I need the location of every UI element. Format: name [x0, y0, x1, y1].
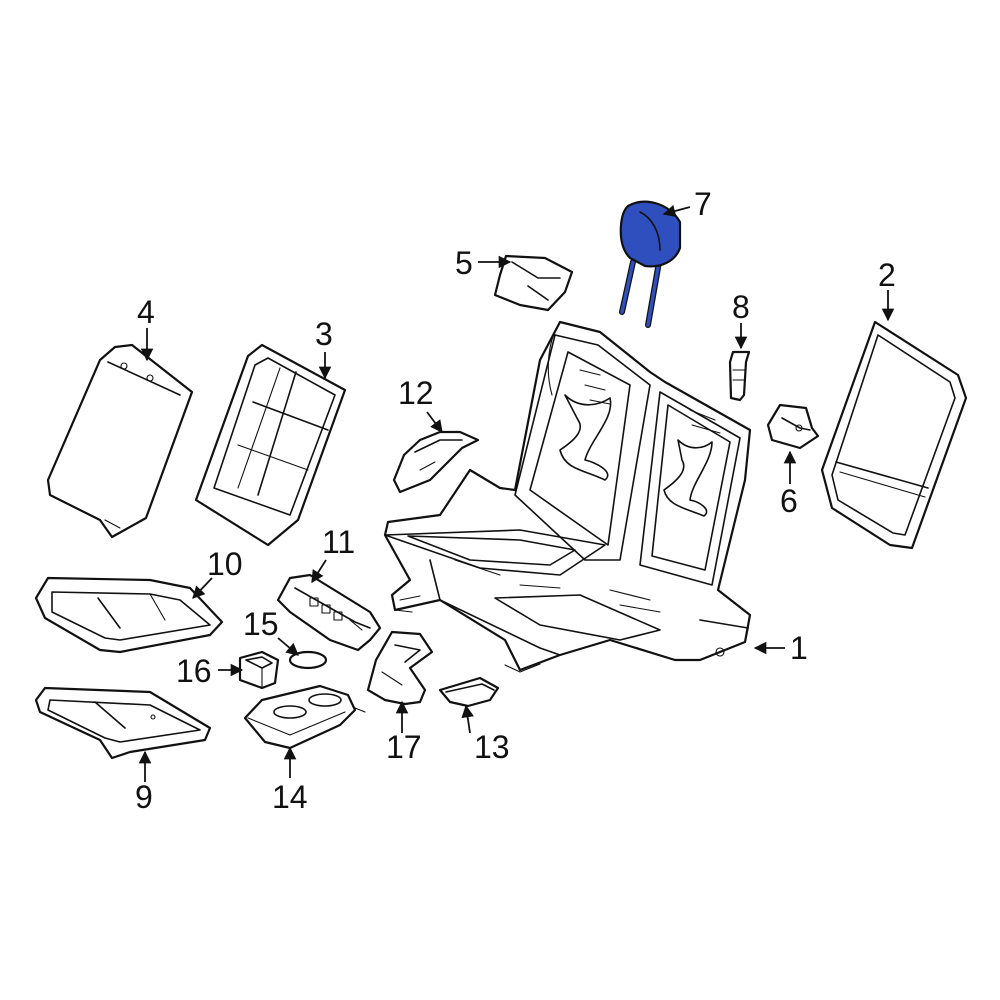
callout-3: 3 — [315, 316, 333, 352]
callout-14: 14 — [272, 779, 308, 815]
part-17-trim-piece[interactable] — [366, 630, 434, 706]
leader-12 — [426, 411, 443, 434]
part-5-trim-cover[interactable] — [493, 254, 574, 312]
part-1-seat-frame[interactable] — [383, 320, 752, 673]
callout-2: 2 — [878, 257, 896, 293]
callout-7: 7 — [694, 186, 712, 222]
callout-4: 4 — [137, 294, 155, 330]
callout-17: 17 — [386, 729, 422, 765]
part-7-headrest[interactable] — [619, 200, 682, 328]
callout-5: 5 — [455, 245, 473, 281]
part-14-cup-holder[interactable] — [243, 684, 366, 750]
callout-12: 12 — [398, 375, 434, 411]
part-13-cover-cap[interactable] — [438, 676, 500, 708]
callout-1: 1 — [790, 630, 808, 666]
callout-8: 8 — [732, 289, 750, 325]
part-12-side-trim[interactable] — [392, 430, 480, 494]
leader-13 — [461, 704, 474, 734]
leader-10 — [192, 577, 213, 599]
callout-11: 11 — [322, 524, 355, 560]
part-6-bracket[interactable] — [766, 403, 820, 450]
leader-11 — [311, 559, 327, 584]
leader-lines — [138, 204, 895, 782]
callout-6: 6 — [780, 483, 798, 519]
part-16-insert[interactable] — [238, 650, 280, 690]
callout-13: 13 — [474, 729, 510, 765]
callout-9: 9 — [135, 779, 153, 815]
part-2-backrest-panel[interactable] — [820, 320, 968, 550]
callout-16: 16 — [176, 653, 212, 689]
part-11-hinge-cover[interactable] — [276, 573, 382, 652]
part-9-seat-base[interactable] — [34, 686, 212, 760]
leader-7 — [662, 204, 691, 218]
part-8-guide-sleeve[interactable] — [728, 350, 751, 402]
callout-15: 15 — [243, 606, 279, 642]
part-3-backrest-cushion[interactable] — [194, 343, 347, 547]
callout-10: 10 — [207, 546, 243, 582]
callout-labels: 1 2 3 4 5 6 7 8 9 10 11 12 13 14 15 16 1… — [135, 186, 896, 815]
part-4-backrest-cover[interactable] — [46, 343, 194, 539]
leader-15 — [277, 637, 299, 656]
part-10-seat-cushion[interactable] — [34, 576, 224, 654]
part-15-ring[interactable] — [288, 650, 328, 670]
